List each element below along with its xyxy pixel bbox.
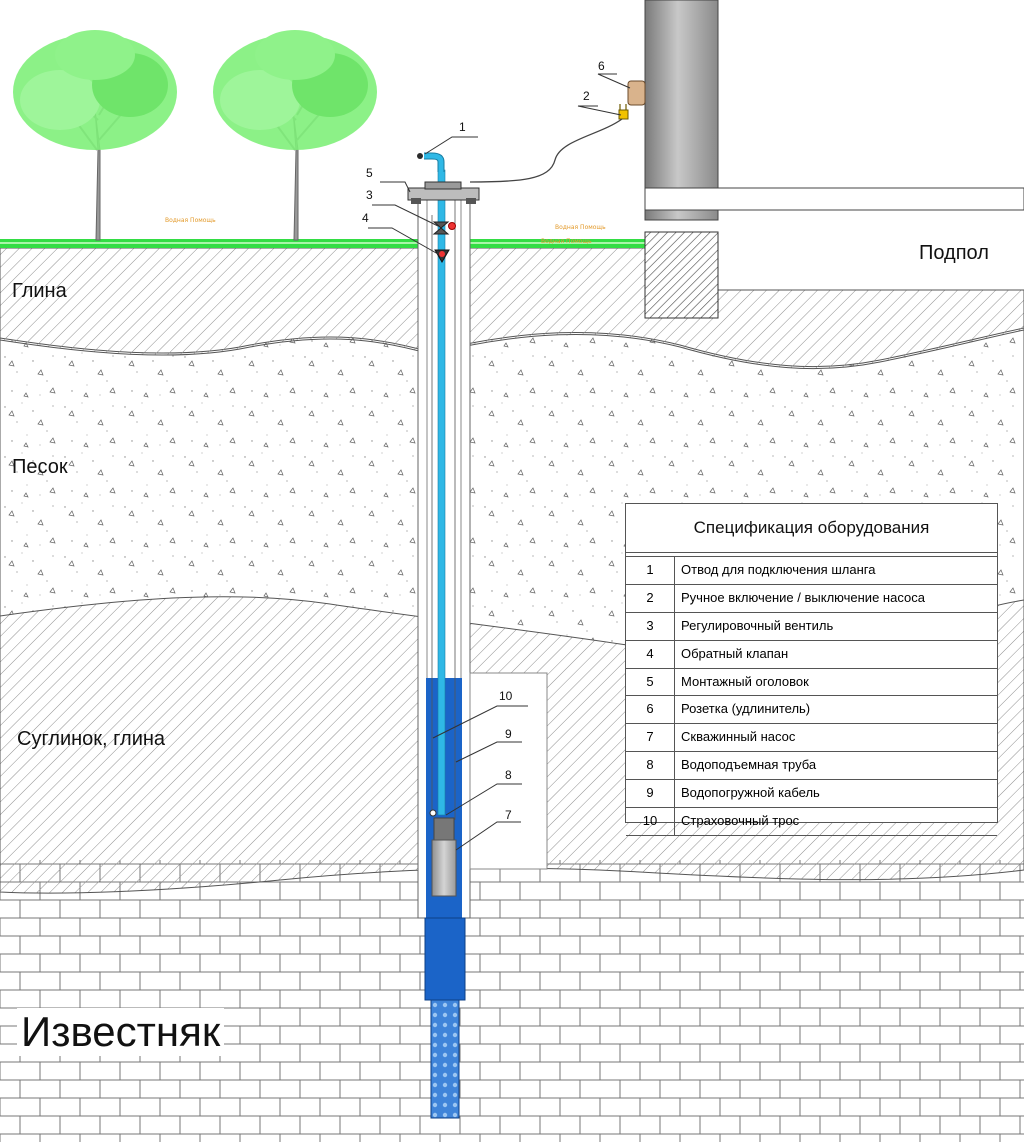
limestone-layer xyxy=(0,860,1024,1142)
spec-row: 4 Обратный клапан xyxy=(626,639,997,668)
spec-row-number: 8 xyxy=(626,752,675,780)
well-head-cap xyxy=(424,181,462,190)
callout-2: 2 xyxy=(583,89,590,103)
spec-row-text: Страховочный трос xyxy=(681,813,800,829)
layer-label-limestone: Известняк xyxy=(17,1008,225,1056)
watermark-2: Водная Помощь xyxy=(555,224,606,231)
spec-row: 6 Розетка (удлинитель) xyxy=(626,695,997,724)
callout-9: 9 xyxy=(505,727,512,741)
layer-label-loam: Суглинок, глина xyxy=(17,728,166,750)
leader-lines xyxy=(368,73,631,851)
callout-8: 8 xyxy=(505,768,512,782)
pump-motor xyxy=(433,817,455,841)
control-valve xyxy=(432,221,450,235)
elbow-nozzle xyxy=(417,153,423,159)
spec-row-number: 2 xyxy=(626,584,675,612)
pump-callout-box xyxy=(469,672,548,870)
callout-3: 3 xyxy=(366,188,373,202)
callout-1: 1 xyxy=(459,120,466,134)
spec-table: Спецификация оборудования 1 Отвод для под… xyxy=(625,503,998,836)
spec-row-text: Монтажный оголовок xyxy=(681,673,809,689)
spec-table-title: Спецификация оборудования xyxy=(626,504,997,553)
spec-row-number: 6 xyxy=(626,696,675,724)
layer-label-underfloor: Подпол xyxy=(919,242,989,264)
grass-highlight xyxy=(0,242,645,244)
spec-row-text: Регулировочный вентиль xyxy=(681,617,834,633)
layer-label-clay: Глина xyxy=(12,280,67,302)
spec-row-text: Розетка (удлинитель) xyxy=(681,701,811,717)
clay-layer xyxy=(0,247,1024,370)
callout-5: 5 xyxy=(366,166,373,180)
submersible-pump xyxy=(431,839,457,897)
spec-row-text: Отвод для подключения шланга xyxy=(681,562,876,577)
tree-right xyxy=(213,30,377,241)
spec-row-number: 7 xyxy=(626,724,675,752)
spec-row-text: Скважинный насос xyxy=(681,729,796,745)
pump-rope-eye xyxy=(429,809,437,817)
spec-row-number: 4 xyxy=(626,640,675,668)
watermark-1: Водная Помощь xyxy=(165,217,216,224)
spec-row: 7 Скважинный насос xyxy=(626,723,997,752)
callout-7: 7 xyxy=(505,808,512,822)
spec-row: 10 Страховочный трос xyxy=(626,807,997,836)
spec-row-number: 1 xyxy=(626,557,675,584)
spec-row: 3 Регулировочный вентиль xyxy=(626,611,997,640)
spec-row-number: 9 xyxy=(626,780,675,808)
layer-label-sand: Песок xyxy=(12,456,68,478)
filter-pipe xyxy=(430,999,460,1119)
spec-row: 8 Водоподъемная труба xyxy=(626,751,997,780)
production-pipe xyxy=(424,917,466,1001)
house-floor-beam xyxy=(644,187,1024,211)
spec-row-text: Обратный клапан xyxy=(681,645,789,661)
watermark-3: Водная Помощь xyxy=(541,238,592,245)
pillar-ring xyxy=(644,209,719,221)
spec-row-text: Водоподъемная труба xyxy=(681,757,817,773)
power-cable xyxy=(469,118,623,183)
spec-row-text: Водопогружной кабель xyxy=(681,785,820,801)
spec-row-text: Ручное включение / выключение насоса xyxy=(681,589,925,605)
spec-table-rows: 1 Отвод для подключения шланга 2 Ручное вк… xyxy=(626,556,997,836)
callout-10: 10 xyxy=(499,689,513,703)
spec-row: 5 Монтажный оголовок xyxy=(626,667,997,696)
spec-row-number: 10 xyxy=(626,808,675,835)
valve-handle xyxy=(448,222,456,230)
bolt-right xyxy=(466,198,476,204)
spec-row: 1 Отвод для подключения шланга xyxy=(626,556,997,584)
check-valve-ball xyxy=(439,251,445,257)
lift-pipe xyxy=(437,169,446,816)
callout-6: 6 xyxy=(598,59,605,73)
pillar-foundation xyxy=(644,231,719,319)
bolt-left xyxy=(411,198,421,204)
spec-row: 2 Ручное включение / выключение насоса xyxy=(626,583,997,612)
spec-row: 9 Водопогружной кабель xyxy=(626,779,997,808)
house-pillar xyxy=(644,0,719,189)
socket-icon xyxy=(627,80,646,106)
callout-4: 4 xyxy=(362,211,369,225)
spec-row-number: 5 xyxy=(626,668,675,696)
spec-row-number: 3 xyxy=(626,612,675,640)
tree-left xyxy=(13,30,177,241)
